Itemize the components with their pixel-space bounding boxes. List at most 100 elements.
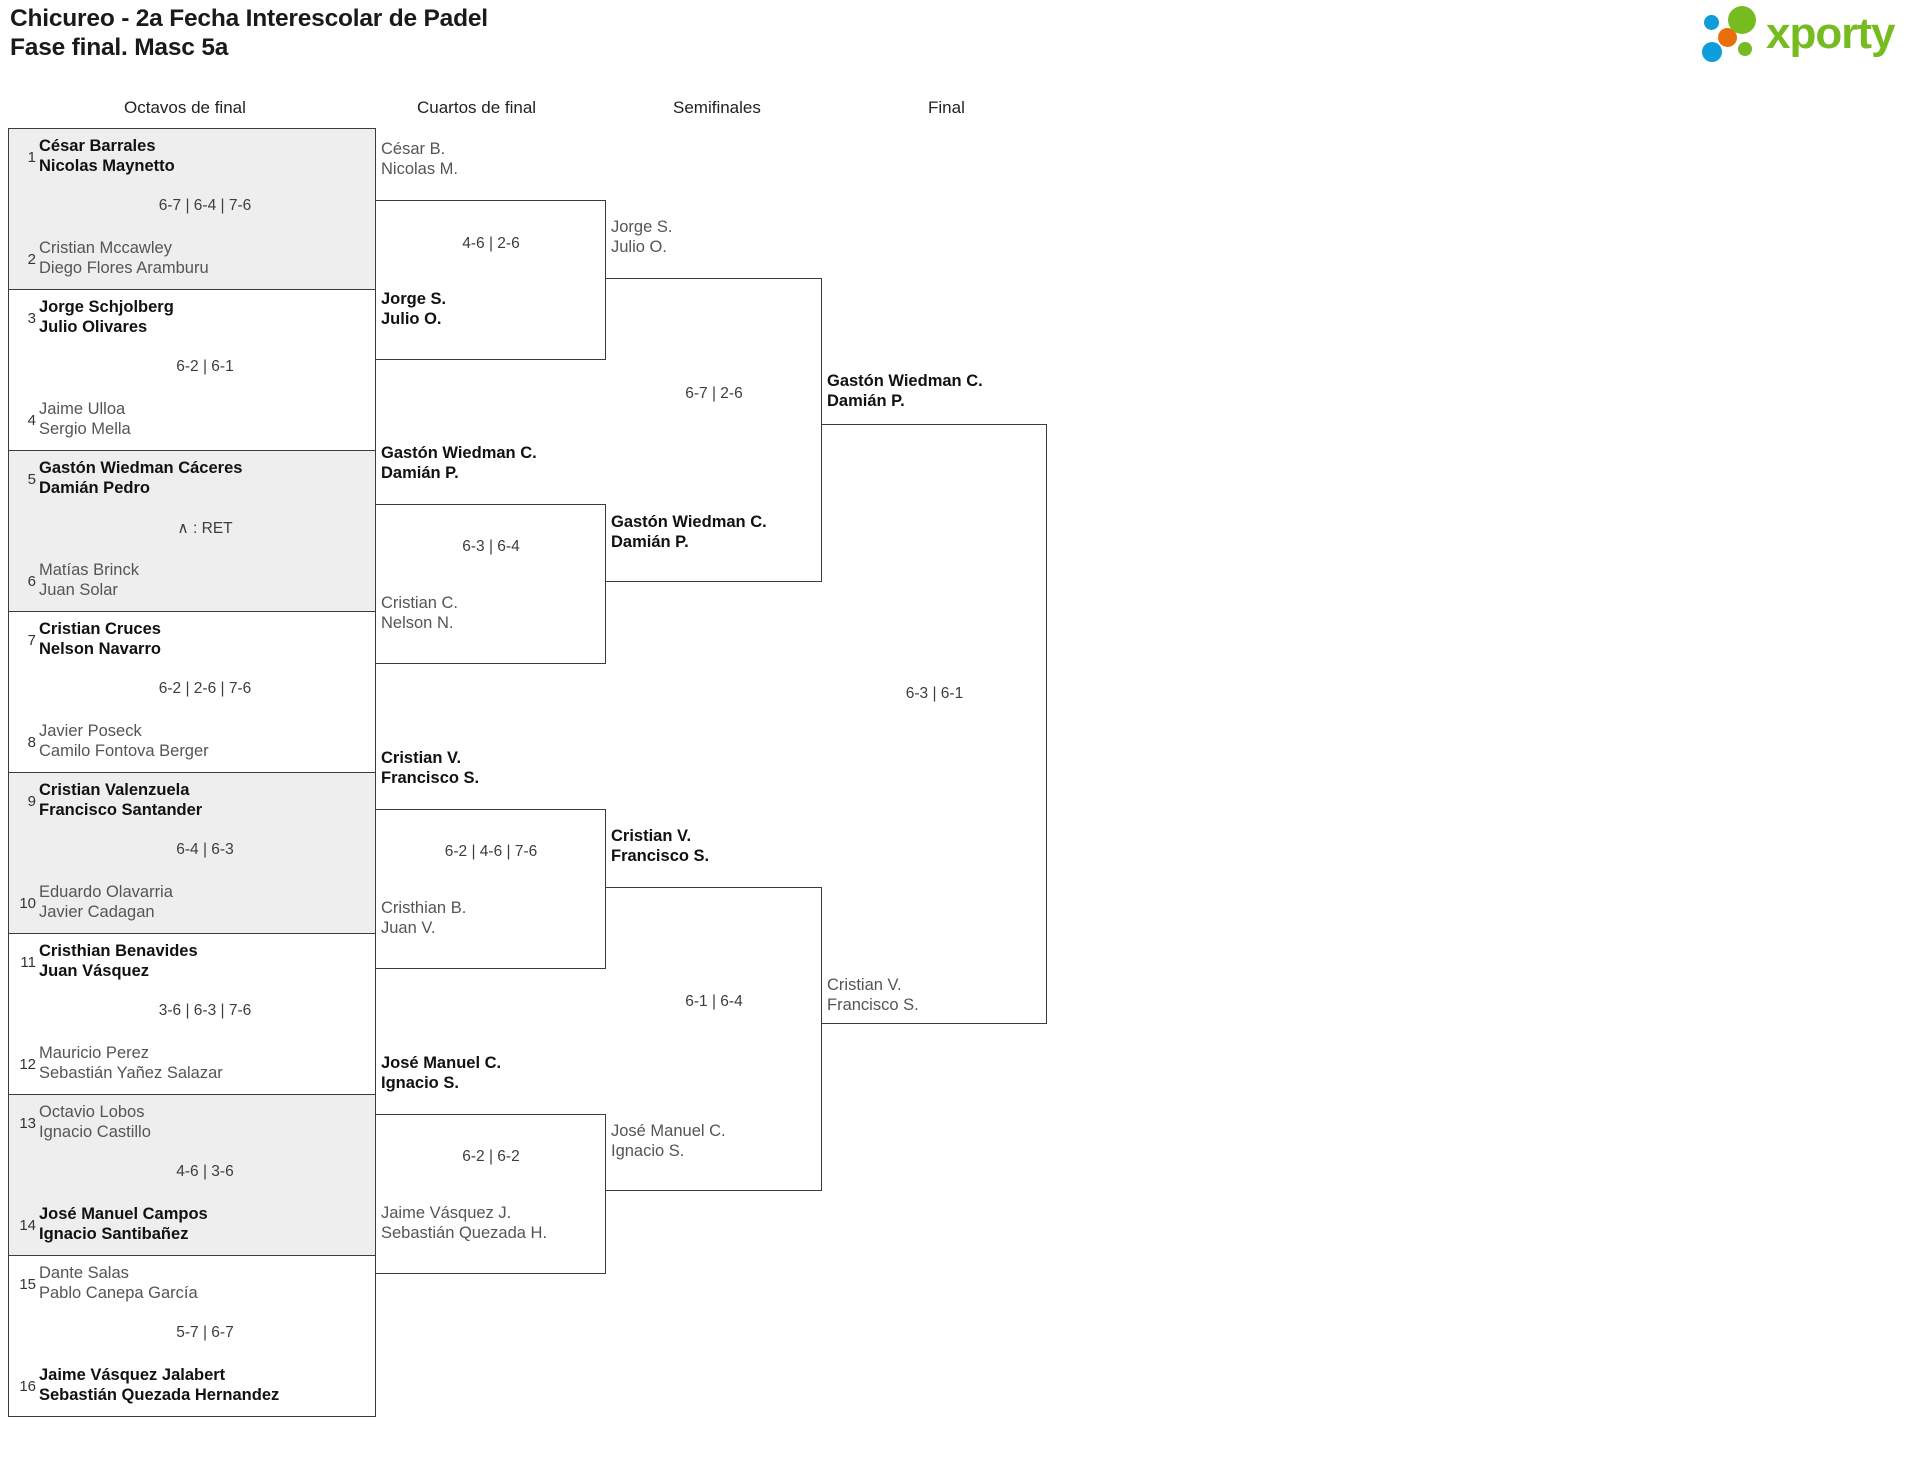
player-name: Jaime Vásquez Jalabert: [39, 1366, 226, 1384]
seed-number: 4: [27, 412, 36, 429]
team-top: Gastón Wiedman C. Damián P.: [381, 444, 537, 483]
player-name: Cristhian Benavides: [39, 942, 198, 960]
player-name: César B.: [381, 140, 446, 158]
team-top: Cristian Cruces Nelson Navarro: [39, 620, 369, 659]
match-connector[interactable]: [606, 278, 822, 582]
round-header-final: Final: [928, 98, 965, 117]
player-name: César Barrales: [39, 137, 156, 155]
seed-number: 3: [27, 310, 36, 327]
player-name: Francisco S.: [827, 995, 919, 1014]
match-score: 6-2 | 6-2: [462, 1148, 520, 1165]
match-connector[interactable]: [822, 424, 1047, 1024]
seed-number: 13: [19, 1115, 36, 1132]
seed-number: 10: [19, 895, 36, 912]
match-score: 6-1 | 6-4: [685, 993, 743, 1010]
match-score: 5-7 | 6-7: [176, 1324, 234, 1341]
player-name: Octavio Lobos: [39, 1103, 145, 1121]
match-score: 6-2 | 4-6 | 7-6: [444, 843, 538, 860]
team-bottom: Mauricio Perez Sebastián Yañez Salazar: [39, 1044, 369, 1083]
team-bottom: Cristian C. Nelson N.: [381, 594, 458, 633]
match-row[interactable]: 3 Jorge Schjolberg Julio Olivares 6-2 | …: [9, 290, 375, 451]
team-top: Jorge S. Julio O.: [611, 218, 672, 257]
match-score: 6-3 | 6-4: [462, 538, 520, 555]
player-name: Damián P.: [381, 463, 459, 482]
match-connector[interactable]: [376, 809, 606, 969]
team-top: Jorge Schjolberg Julio Olivares: [39, 298, 369, 337]
player-name: Juan V.: [381, 918, 436, 937]
match-connector[interactable]: [606, 887, 822, 1191]
player-name: Cristian C.: [381, 594, 459, 612]
player-name: Gastón Wiedman C.: [381, 444, 537, 462]
match-score: 3-6 | 6-3 | 7-6: [158, 1002, 252, 1019]
player-name: Sebastián Quezada Hernandez: [39, 1385, 280, 1404]
match-connector[interactable]: [376, 1114, 606, 1274]
player-name: Cristian Cruces: [39, 620, 161, 638]
player-name: Francisco S.: [611, 846, 710, 865]
match-row[interactable]: 1 César Barrales Nicolas Maynetto 6-7 | …: [9, 129, 375, 290]
player-name: Jorge S.: [611, 218, 673, 236]
team-bottom: Javier Poseck Camilo Fontova Berger: [39, 722, 369, 761]
player-name: Gastón Wiedman C.: [611, 513, 767, 531]
seed-number: 6: [27, 573, 36, 590]
match-row[interactable]: 13 Octavio Lobos Ignacio Castillo 4-6 | …: [9, 1095, 375, 1256]
seed-number: 9: [27, 793, 36, 810]
seed-number: 14: [19, 1217, 36, 1234]
player-name: Damián Pedro: [39, 478, 150, 497]
team-bottom: Cristhian B. Juan V.: [381, 899, 466, 938]
player-name: Sebastián Yañez Salazar: [39, 1063, 223, 1082]
player-name: Gastón Wiedman C.: [827, 372, 983, 390]
match-connector[interactable]: [376, 504, 606, 664]
seed-number: 16: [19, 1378, 36, 1395]
match-row[interactable]: 7 Cristian Cruces Nelson Navarro 6-2 | 2…: [9, 612, 375, 773]
match-row[interactable]: 9 Cristian Valenzuela Francisco Santande…: [9, 773, 375, 934]
page-title: Chicureo - 2a Fecha Interescolar de Pade…: [10, 4, 1110, 62]
team-top: César Barrales Nicolas Maynetto: [39, 137, 369, 176]
team-top: Cristhian Benavides Juan Vásquez: [39, 942, 369, 981]
player-name: Pablo Canepa García: [39, 1283, 198, 1302]
player-name: Damián P.: [827, 391, 905, 410]
player-name: José Manuel C.: [611, 1122, 726, 1140]
round-header-octavos: Octavos de final: [124, 98, 246, 117]
player-name: Matías Brinck: [39, 561, 139, 579]
logo-dots-icon: [1702, 6, 1764, 64]
team-top: Gastón Wiedman Cáceres Damián Pedro: [39, 459, 369, 498]
match-row[interactable]: 5 Gastón Wiedman Cáceres Damián Pedro ∧ …: [9, 451, 375, 612]
team-bottom: Jaime Vásquez Jalabert Sebastián Quezada…: [39, 1366, 369, 1405]
tournament-title: Chicureo - 2a Fecha Interescolar de Pade…: [10, 5, 488, 32]
player-name: Cristian V.: [611, 827, 692, 845]
team-bottom: José Manuel Campos Ignacio Santibañez: [39, 1205, 369, 1244]
seed-number: 7: [27, 632, 36, 649]
team-bottom: Matías Brinck Juan Solar: [39, 561, 369, 600]
player-name: Nicolas Maynetto: [39, 156, 175, 175]
seed-number: 2: [27, 251, 36, 268]
player-name: Ignacio S.: [381, 1073, 459, 1092]
player-name: Julio O.: [381, 309, 442, 328]
match-connector[interactable]: [376, 200, 606, 360]
player-name: Cristian V.: [827, 976, 902, 994]
match-score: 6-4 | 6-3: [176, 841, 234, 858]
player-name: Jaime Ulloa: [39, 400, 126, 418]
player-name: Julio O.: [611, 237, 667, 256]
player-name: Cristian Mccawley: [39, 239, 172, 257]
player-name: Nelson N.: [381, 613, 454, 632]
team-top: Dante Salas Pablo Canepa García: [39, 1264, 369, 1303]
team-bottom: Eduardo Olavarria Javier Cadagan: [39, 883, 369, 922]
round-header-semifinales: Semifinales: [673, 98, 761, 117]
match-row[interactable]: 11 Cristhian Benavides Juan Vásquez 3-6 …: [9, 934, 375, 1095]
player-name: Ignacio Castillo: [39, 1122, 151, 1141]
logo-wordmark: xporty: [1766, 9, 1895, 58]
player-name: Diego Flores Aramburu: [39, 258, 209, 277]
player-name: Cristhian B.: [381, 899, 467, 917]
player-name: Ignacio S.: [611, 1141, 685, 1160]
seed-number: 8: [27, 734, 36, 751]
player-name: Sebastián Quezada H.: [381, 1223, 548, 1242]
seed-number: 1: [27, 149, 36, 166]
player-name: Jorge Schjolberg: [39, 298, 174, 316]
player-name: José Manuel Campos: [39, 1205, 208, 1223]
match-row[interactable]: 15 Dante Salas Pablo Canepa García 5-7 |…: [9, 1256, 375, 1417]
player-name: Francisco S.: [381, 768, 480, 787]
team-bottom: Jaime Vásquez J. Sebastián Quezada H.: [381, 1204, 547, 1243]
xporty-logo[interactable]: xporty: [1702, 6, 1902, 64]
player-name: Dante Salas: [39, 1264, 129, 1282]
